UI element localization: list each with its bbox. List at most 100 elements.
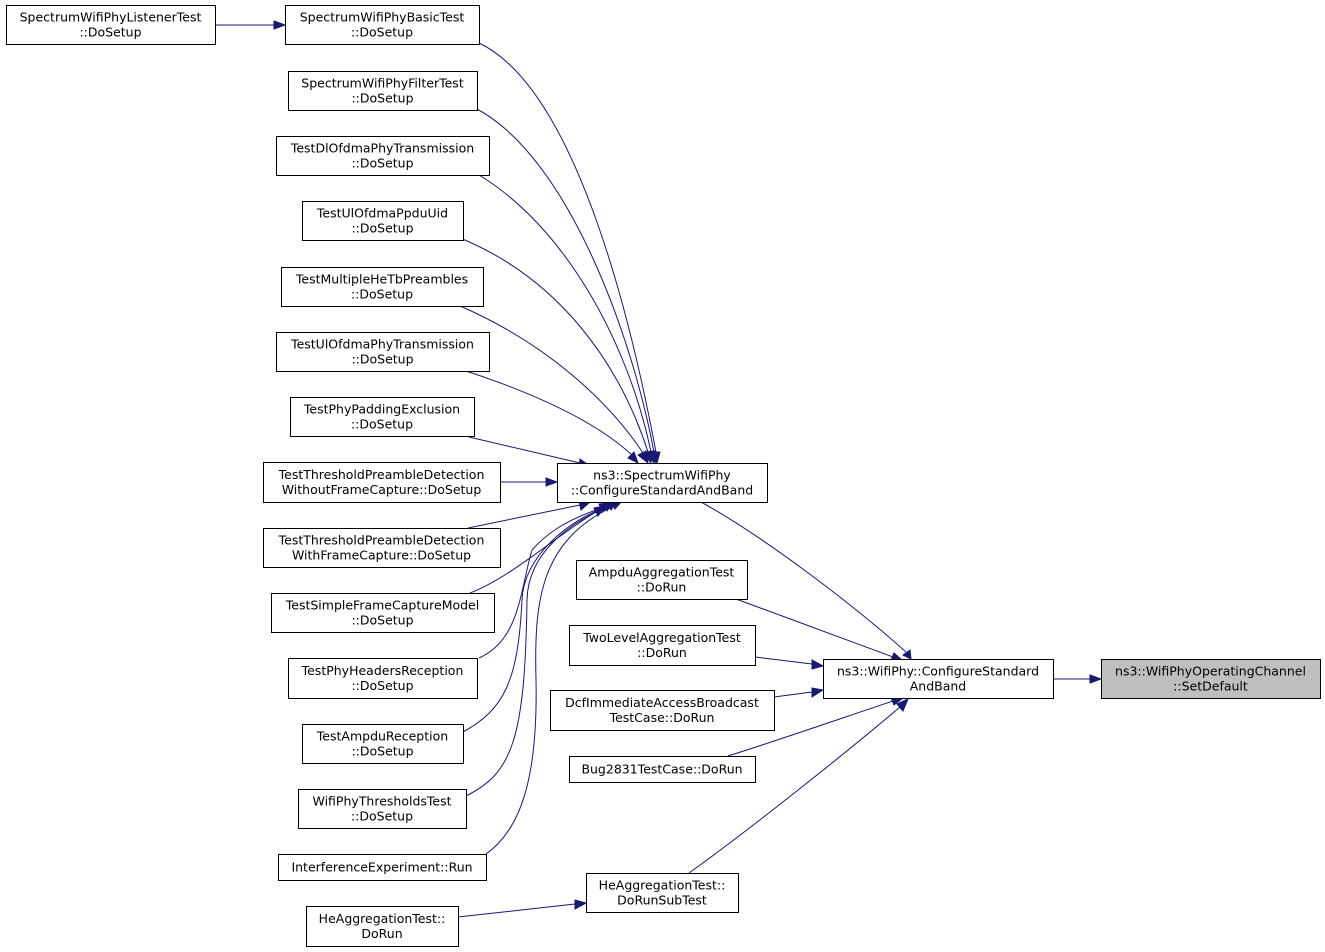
node-multiplehe[interactable]: TestMultipleHeTbPreambles::DoSetup (281, 267, 484, 307)
node-twolevel[interactable]: TwoLevelAggregationTest::DoRun (569, 625, 756, 666)
node-label-line: SpectrumWifiPhyListenerTest (20, 10, 202, 25)
edge-line (735, 598, 894, 658)
node-label-line: ::DoRun (637, 645, 687, 660)
node-box (276, 332, 490, 372)
node-ampduagg[interactable]: AmpduAggregationTest::DoRun (576, 560, 748, 600)
node-label-line: AndBand (910, 679, 967, 694)
node-listener[interactable]: SpectrumWifiPhyListenerTest::DoSetup (6, 5, 216, 45)
edge-line (476, 108, 655, 453)
node-label-line: TestSimpleFrameCaptureModel (285, 598, 479, 613)
node-box (586, 873, 739, 913)
node-label-line: SpectrumWifiPhyBasicTest (300, 10, 465, 25)
edge-listener-to-basic (215, 20, 287, 30)
node-label-line: ns3::WifiPhy::ConfigureStandard (837, 664, 1039, 679)
node-thr_with[interactable]: TestThresholdPreambleDetectionWithFrameC… (263, 528, 501, 568)
node-label-line: TwoLevelAggregationTest (582, 630, 741, 645)
node-wifiphy_csb[interactable]: ns3::WifiPhy::ConfigureStandardAndBand (823, 659, 1054, 699)
node-dcf[interactable]: DcfImmediateAccessBroadcastTestCase::DoR… (550, 690, 775, 731)
node-label-line: DoRunSubTest (617, 893, 707, 908)
node-box (288, 658, 478, 699)
node-label-line: TestAmpduReception (316, 729, 448, 744)
node-label-line: ::ConfigureStandardAndBand (571, 483, 753, 498)
node-label-line: InterferenceExperiment::Run (291, 860, 472, 875)
node-layer: ns3::WifiPhyOperatingChannel::SetDefault… (6, 5, 1321, 947)
node-label-line: ::DoSetup (351, 678, 413, 693)
edge-heagg_sub-to-wifiphy_csb (688, 698, 909, 874)
edge-arrowhead (902, 649, 912, 660)
node-label-line: TestMultipleHeTbPreambles (295, 272, 468, 287)
node-ulppdu[interactable]: TestUlOfdmaPpduUid::DoSetup (302, 201, 464, 241)
node-box (263, 462, 501, 503)
edge-line (467, 504, 581, 529)
edge-line (460, 506, 607, 734)
node-bug2831[interactable]: Bug2831TestCase::DoRun (569, 756, 756, 783)
edge-line (727, 700, 894, 757)
edge-line (459, 305, 644, 454)
node-box (1101, 659, 1321, 699)
edge-dlofdma-to-spectrum_csb (478, 174, 656, 465)
edge-line (485, 504, 617, 855)
node-label-line: WifiPhyThresholdsTest (312, 794, 451, 809)
node-headers[interactable]: TestPhyHeadersReception::DoSetup (288, 658, 478, 699)
node-label-line: ::DoRun (637, 580, 687, 595)
node-label-line: TestCase::DoRun (609, 710, 715, 725)
edge-arrowhead (637, 450, 649, 465)
node-label-line: TestThresholdPreambleDetection (278, 467, 485, 482)
node-box (6, 5, 216, 45)
node-label-line: Bug2831TestCase::DoRun (581, 762, 742, 777)
node-box (550, 690, 775, 731)
edge-ampduagg-to-wifiphy_csb (735, 598, 905, 662)
node-label-line: ::DoSetup (351, 91, 413, 106)
node-label-line: ::DoSetup (351, 221, 413, 236)
node-box (306, 906, 459, 947)
node-spectrum_csb[interactable]: ns3::SpectrumWifiPhy::ConfigureStandardA… (557, 463, 768, 503)
edge-ulofdma-to-spectrum_csb (465, 370, 639, 465)
node-basic[interactable]: SpectrumWifiPhyBasicTest::DoSetup (285, 5, 480, 45)
node-label-line: ::DoSetup (79, 25, 141, 40)
edge-line (465, 505, 611, 797)
edge-arrowhead (811, 687, 825, 698)
node-box (278, 854, 487, 881)
node-box (285, 5, 480, 45)
node-heagg_sub[interactable]: HeAggregationTest::DoRunSubTest (586, 873, 739, 913)
node-box (276, 136, 490, 176)
node-label-line: ::DoSetup (351, 352, 413, 367)
node-label-line: ns3::SpectrumWifiPhy (593, 468, 731, 483)
edge-arrowhead (1089, 674, 1103, 684)
node-label-line: WithFrameCapture::DoSetup (292, 548, 471, 563)
edge-line (459, 237, 649, 453)
node-dlofdma[interactable]: TestDlOfdmaPhyTransmission::DoSetup (276, 136, 490, 176)
node-ulofdma[interactable]: TestUlOfdmaPhyTransmission::DoSetup (276, 332, 490, 372)
edge-thr_without-to-spectrum_csb (500, 477, 559, 487)
node-label-line: TestThresholdPreambleDetection (278, 533, 485, 548)
node-label-line: ::DoSetup (351, 417, 413, 432)
edge-line (700, 501, 907, 653)
node-box (263, 528, 501, 568)
edge-thr_with-to-spectrum_csb (467, 500, 592, 529)
node-simplecapture[interactable]: TestSimpleFrameCaptureModel::DoSetup (271, 593, 495, 633)
node-label-line: TestDlOfdmaPhyTransmission (290, 141, 474, 156)
edge-arrowhead (811, 659, 825, 670)
node-heagg_run[interactable]: HeAggregationTest::DoRun (306, 906, 459, 947)
node-box (298, 789, 467, 829)
node-box (281, 267, 484, 307)
edge-twolevel-to-wifiphy_csb (754, 656, 825, 670)
edge-multiplehe-to-spectrum_csb (459, 305, 649, 465)
node-padding[interactable]: TestPhyPaddingExclusion::DoSetup (290, 397, 475, 437)
node-box (290, 397, 475, 437)
node-label-line: ::DoSetup (351, 156, 413, 171)
node-thr_without[interactable]: TestThresholdPreambleDetectionWithoutFra… (263, 462, 501, 503)
edge-line (478, 507, 603, 659)
edge-spectrum_csb-to-wifiphy_csb (700, 501, 912, 660)
edge-arrowhead (574, 899, 588, 910)
node-box (288, 71, 478, 111)
node-box (271, 593, 495, 633)
node-ampdurx[interactable]: TestAmpduReception::DoSetup (302, 724, 464, 764)
node-label-line: DoRun (361, 926, 402, 941)
node-filter[interactable]: SpectrumWifiPhyFilterTest::DoSetup (288, 71, 478, 111)
node-thresholds[interactable]: WifiPhyThresholdsTest::DoSetup (298, 789, 467, 829)
node-interference[interactable]: InterferenceExperiment::Run (278, 854, 487, 881)
node-label-line: SpectrumWifiPhyFilterTest (301, 76, 464, 91)
edge-arrowhead (627, 451, 639, 465)
edge-layer (215, 20, 1103, 918)
